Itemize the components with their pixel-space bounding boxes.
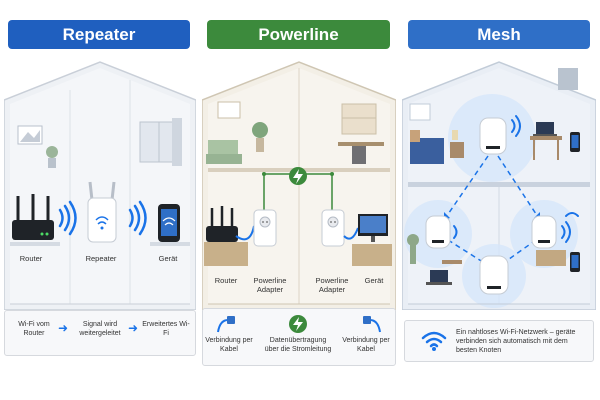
monitor-icon — [358, 214, 388, 242]
lightning-icon — [289, 167, 307, 185]
laptop-icon — [426, 270, 452, 285]
powerline-adapter-icon — [253, 209, 277, 247]
pl-device-label: Gerät — [364, 276, 384, 285]
phone-icon — [158, 204, 180, 242]
pl-adapter-1-label: Powerline Adapter — [253, 276, 287, 294]
ethernet-cable-icon — [217, 316, 235, 333]
mesh-house — [402, 61, 596, 310]
pl-router-label: Router — [214, 276, 238, 285]
ethernet-cable-icon — [363, 316, 381, 333]
powerline-house — [202, 61, 396, 310]
mesh-note-text: Ein nahtloses Wi-Fi-Netzwerk – geräte ve… — [456, 329, 576, 354]
router-label: Router — [19, 254, 43, 263]
powerline-header: Powerline — [207, 20, 390, 49]
laptop-icon — [533, 122, 557, 136]
repeater-label: Repeater — [85, 254, 117, 263]
pl-adapter-2-label: Powerline Adapter — [315, 276, 349, 294]
mesh-node-icon — [479, 255, 509, 295]
repeater-header: Repeater — [8, 20, 190, 49]
phone-icon — [570, 132, 580, 152]
powerline-step-3: Verbindung per Kabel — [342, 337, 390, 353]
arrow-right-icon: ➜ — [128, 321, 139, 335]
arrow-right-icon: ➜ — [58, 321, 69, 335]
router-icon — [12, 194, 54, 240]
mesh-note-box — [404, 320, 594, 362]
repeater-steps — [4, 310, 196, 356]
router-icon — [206, 206, 238, 242]
wifi-icon — [421, 331, 447, 351]
mesh-node-icon — [531, 215, 557, 249]
powerline-step-2: Datenübertragung über die Stromleitung — [264, 337, 332, 353]
repeater-icon — [87, 181, 117, 243]
phone-icon — [570, 252, 580, 272]
powerline-adapter-icon — [321, 209, 345, 247]
repeater-step-1: Wi-Fi vom Router — [18, 321, 50, 337]
powerline-step-1: Verbindung per Kabel — [205, 337, 253, 353]
repeater-step-2: Signal wird weitergeleitet — [79, 321, 121, 337]
mesh-node-icon — [479, 117, 507, 155]
mesh-node-icon — [425, 215, 451, 249]
mesh-header: Mesh — [408, 20, 590, 49]
repeater-house — [4, 61, 196, 310]
lightning-icon — [289, 315, 307, 333]
repeater-step-3: Erweitertes Wi-Fi — [142, 321, 190, 337]
device-label: Gerät — [158, 254, 178, 263]
